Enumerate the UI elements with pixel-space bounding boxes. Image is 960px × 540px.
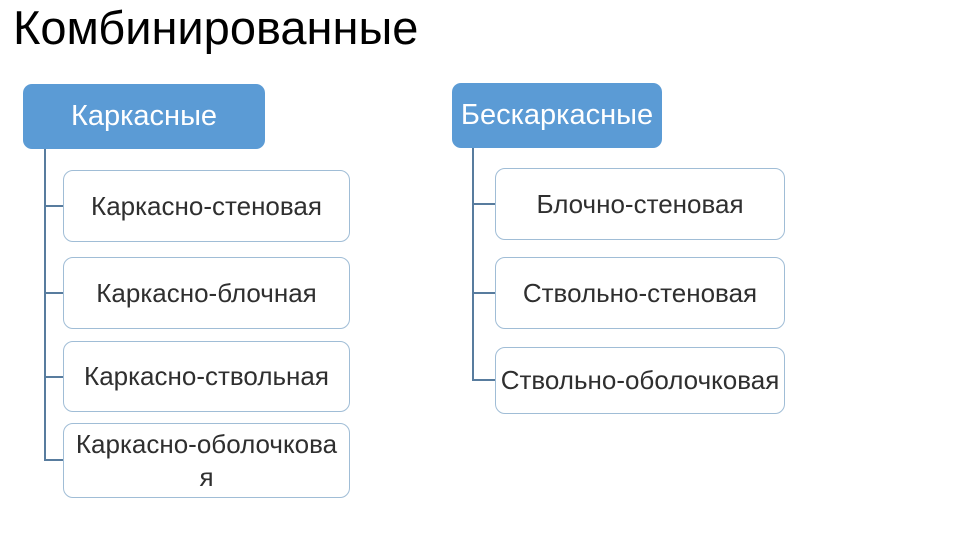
item-label: Ствольно-стеновая <box>522 277 758 308</box>
item-blochno-stenovaya: Блочно-стеновая <box>495 168 785 240</box>
item-label: Каркасно-стеновая <box>91 190 322 221</box>
branch-header-beskarkasnye-label: Бескаркасные <box>460 99 654 131</box>
item-stvolno-stenovaya: Ствольно-стеновая <box>495 257 785 329</box>
connector-stub <box>472 379 496 381</box>
item-label-line-2: я <box>199 461 214 492</box>
connector-stub <box>44 376 64 378</box>
connector-stub <box>44 292 64 294</box>
connector-stub <box>44 205 64 207</box>
item-karkasno-blochnaya: Каркасно-блочная <box>63 257 350 329</box>
item-label: Ствольно-оболочковая <box>500 365 780 395</box>
branch-header-beskarkasnye: Бескаркасные <box>452 83 662 148</box>
branch-header-karkasnye-label: Каркасные <box>70 100 218 132</box>
item-karkasno-stvolnaya: Каркасно-ствольная <box>63 341 350 412</box>
item-karkasno-stenovaya: Каркасно-стеновая <box>63 170 350 242</box>
connector-stub <box>44 459 64 461</box>
item-stvolno-obolochkovaya: Ствольно-оболочковая <box>495 347 785 414</box>
item-label: Блочно-стеновая <box>536 188 744 219</box>
item-label-line-1: Каркасно-оболочкова <box>75 428 338 459</box>
slide-title: Комбинированные <box>13 1 419 54</box>
branch-header-karkasnye: Каркасные <box>23 84 265 149</box>
connector-vertical-left <box>44 149 46 460</box>
connector-stub <box>472 203 496 205</box>
connector-stub <box>472 292 496 294</box>
item-label: Каркасно-ствольная <box>84 361 329 391</box>
connector-vertical-right <box>472 148 474 380</box>
item-karkasno-obolochkovaya: Каркасно-оболочкова я <box>63 423 350 498</box>
item-label: Каркасно-блочная <box>96 277 317 308</box>
